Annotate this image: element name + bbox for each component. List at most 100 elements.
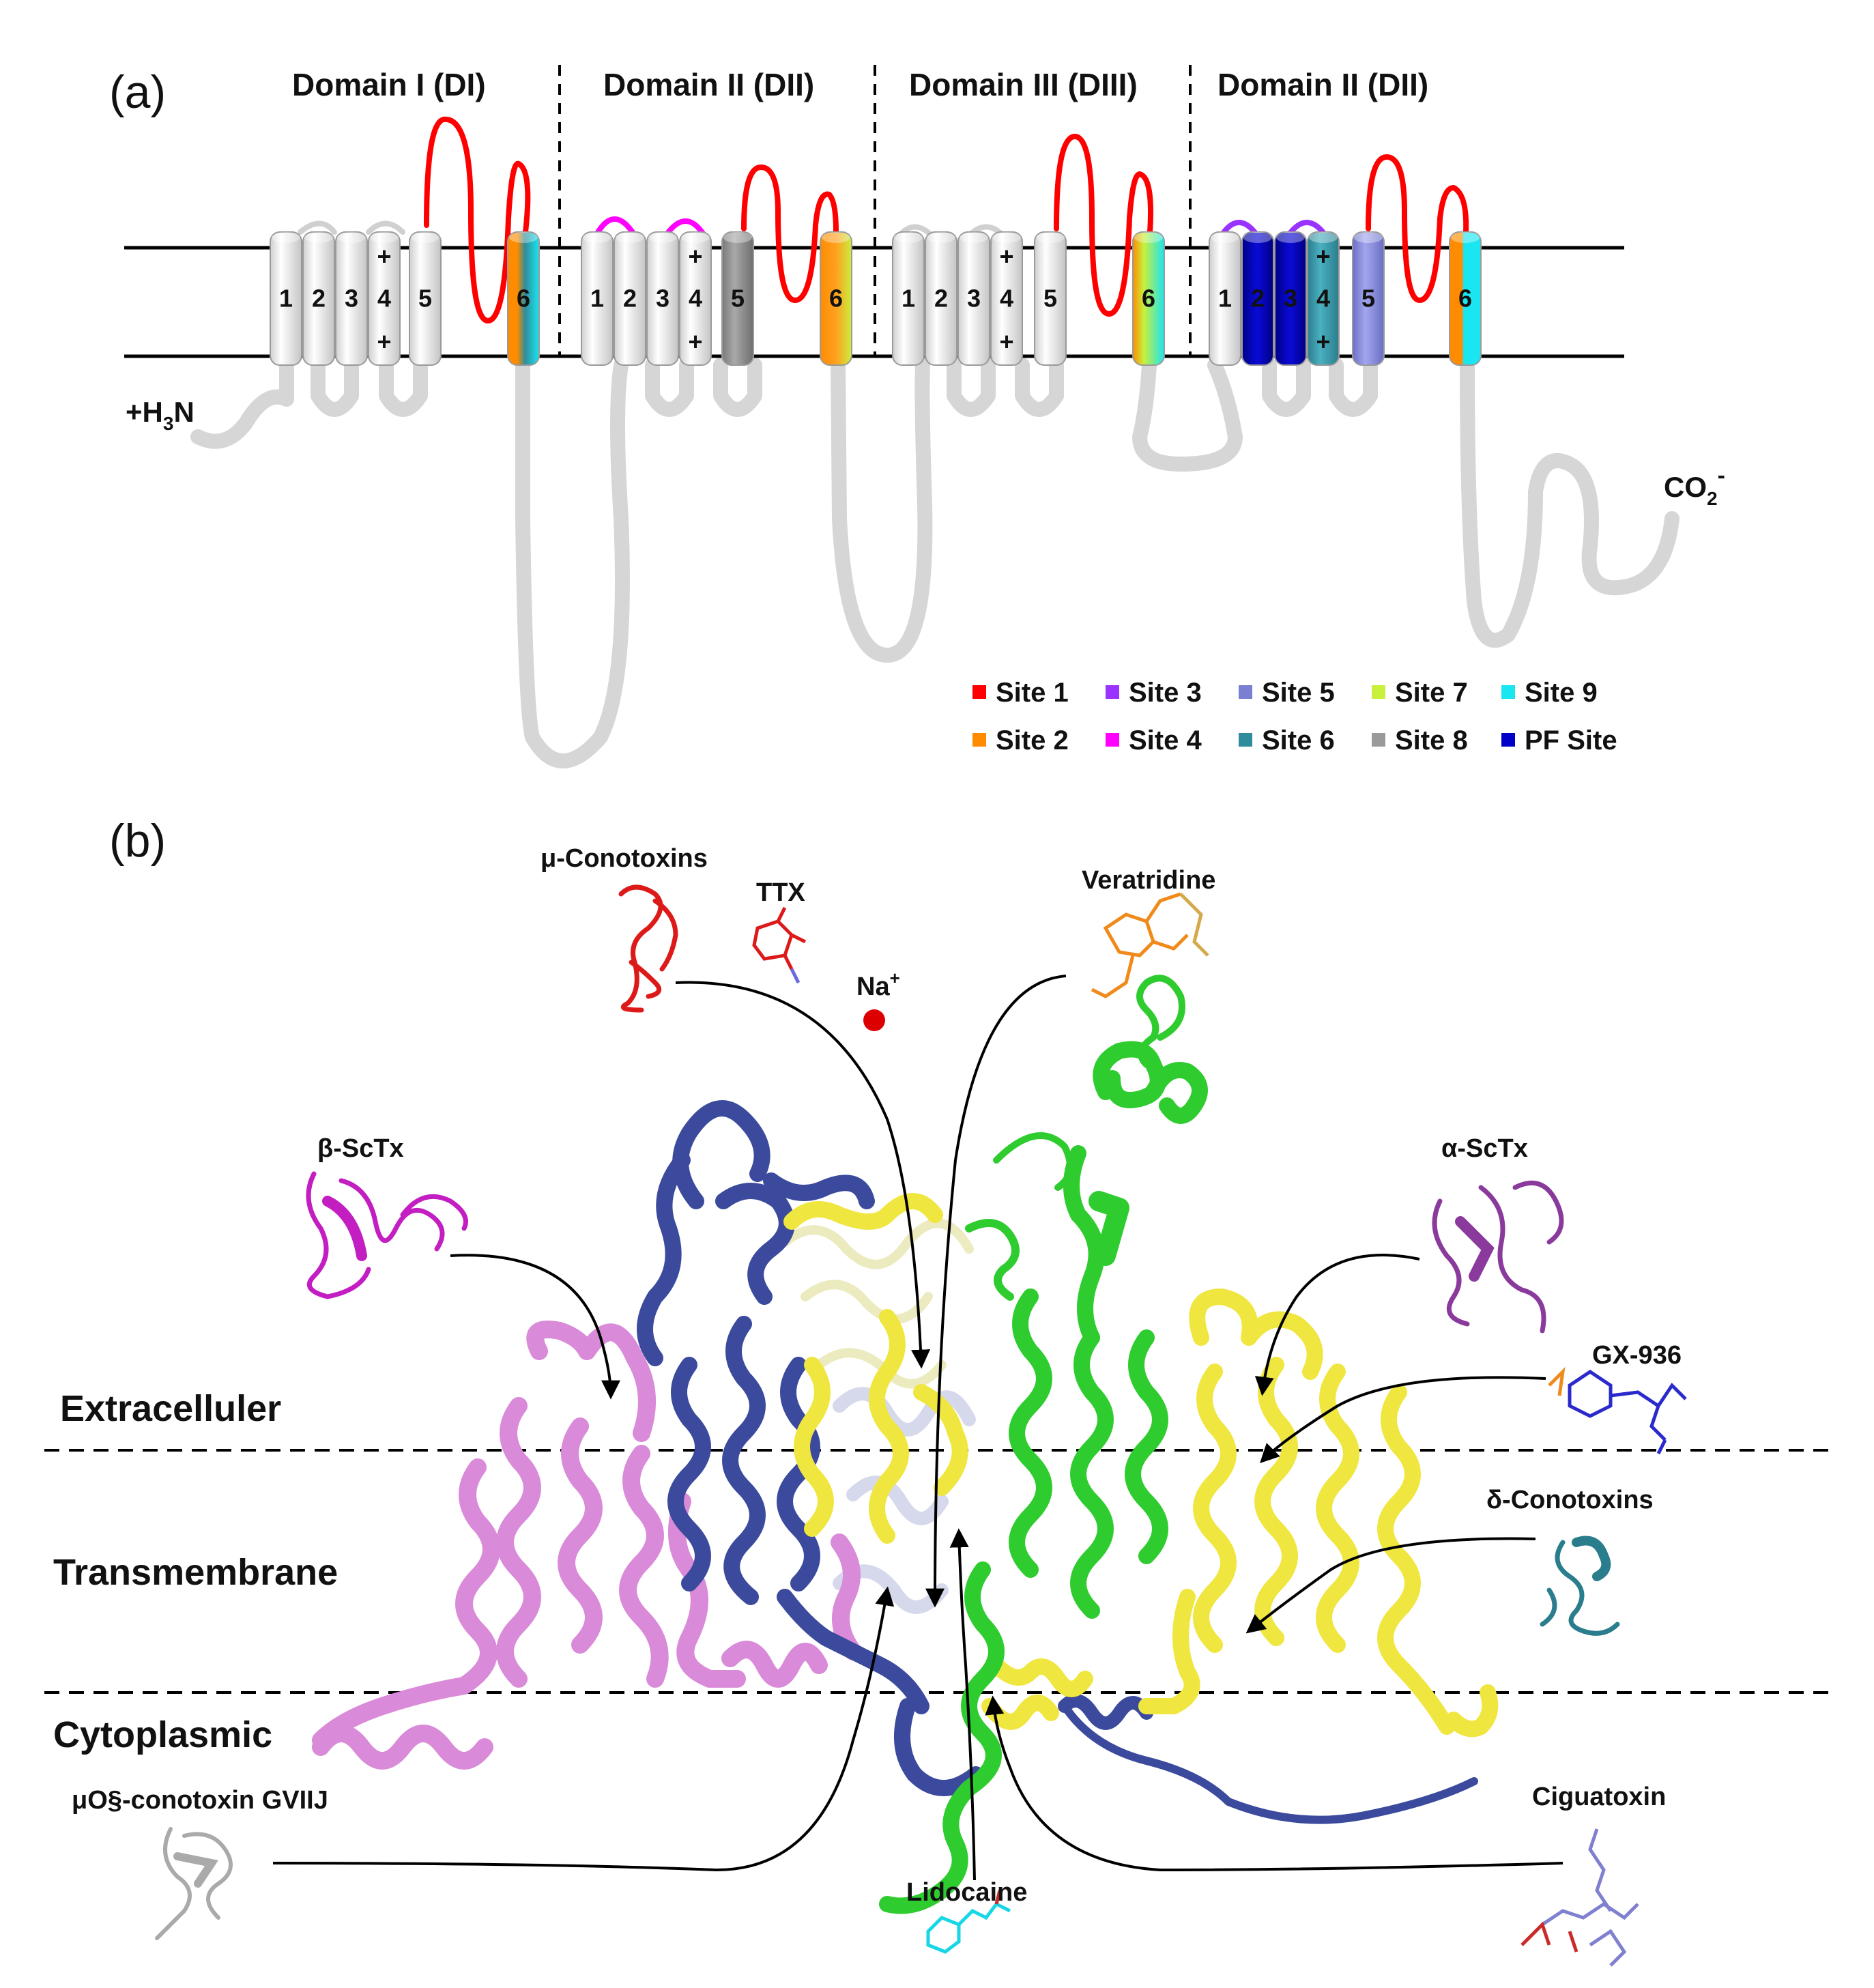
segment-d2-s1: 1 [581,231,614,366]
segment-d3-s5: 5 [1034,231,1067,366]
legend-item: Site 3 [1106,678,1202,708]
segment-d1-s5: 5 [409,231,442,366]
panel-a-label: (a) [109,66,166,118]
segment-d4-s1: 1 [1209,231,1241,366]
segment-d2-s6: 6 [820,231,852,366]
region-transmembrane: Transmembrane [53,1552,338,1593]
segment-number: 3 [656,285,669,313]
legend-label: Site 8 [1395,725,1468,755]
arrow-muo-conotoxin [272,1586,895,1872]
legend-label: Site 7 [1395,678,1468,708]
ciguatoxin-molecule-icon [1520,1828,1639,1967]
mu-conotoxin-structure-icon [618,884,678,1013]
segment-number: 6 [829,285,843,313]
c-terminus-label: CO2- [1664,463,1725,509]
legend-label: PF Site [1525,725,1617,755]
legend-swatch [1106,733,1119,747]
arrow-alpha-sctx [1254,1254,1420,1396]
legend-label: Site 2 [996,725,1069,755]
legend-item: Site 4 [1106,725,1202,755]
segment-number: 4 [377,285,391,313]
segment-number: 5 [1361,285,1375,313]
label-gx936: GX-936 [1592,1341,1682,1370]
segment-d1-s1: 1 [270,231,302,366]
label-delta-conotoxins: δ-Conotoxins [1486,1486,1654,1514]
segment-d2-s3: 3 [646,231,679,366]
charge-plus: + [999,242,1013,270]
veratridine-molecule-icon [1091,892,1209,998]
segment-d3-s6: 6 [1132,231,1165,366]
delta-conotoxin-structure-icon [1540,1536,1620,1636]
legend-swatch [1106,685,1119,699]
charge-plus: + [1316,328,1330,356]
segment-d1-s2: 2 [302,231,335,366]
legend-label: Site 5 [1262,678,1335,708]
label-veratridine: Veratridine [1082,866,1215,895]
charge-plus: + [999,328,1013,356]
arrow-gx936 [1260,1376,1546,1463]
segment-d1-s4: 4++ [368,231,401,366]
segment-number: 4 [689,285,702,313]
label-ttx: TTX [756,878,805,907]
segment-number: 1 [902,285,915,313]
segment-number: 3 [967,285,981,313]
segment-d4-s3: 3 [1274,231,1307,366]
legend-label: Site 9 [1525,678,1598,708]
beta-sctx-structure-icon [306,1171,468,1299]
segment-number: 1 [279,285,293,313]
segment-d3-s1: 1 [892,231,925,366]
segment-number: 3 [345,285,358,313]
segment-d3-s2: 2 [925,231,957,366]
charge-plus: + [688,242,702,270]
arrow-mu-conotoxins [675,981,931,1369]
legend-label: Site 6 [1262,725,1335,755]
legend-swatch [972,685,986,699]
charge-plus: + [688,328,702,356]
domain-label-1: Domain I (DI) [292,67,486,102]
segment-number: 6 [1458,285,1472,313]
segment-number: 1 [1218,285,1232,313]
label-lidocaine: Lidocaine [906,1878,1027,1907]
segment-d3-s4: 4 + + [990,231,1023,366]
segment-d3-s3: 3 [957,231,990,366]
segment-d2-s5: 5 [721,231,754,366]
segment-number: 2 [1251,285,1265,313]
label-alpha-sctx: α-ScTx [1441,1134,1528,1163]
segment-number: 1 [590,285,604,313]
intracellular-loops [190,358,1680,768]
arrow-beta-sctx [450,1254,620,1400]
label-ciguatoxin: Ciguatoxin [1532,1783,1666,1811]
legend-swatch [1239,733,1252,747]
label-sodium-ion: Na+ [856,968,900,1001]
segment-number: 6 [1142,285,1155,313]
segment-d2-s2: 2 [614,231,646,366]
legend-item: Site 9 [1501,678,1598,708]
label-muo-conotoxin: μO§-conotoxin GVIIJ [72,1786,328,1815]
domain-label-3: Domain III (DIII) [909,67,1138,102]
muo-conotoxin-structure-icon [155,1827,233,1940]
sodium-ion-icon [863,1009,885,1031]
segment-number: 3 [1284,285,1297,313]
segment-number: 2 [312,285,326,313]
arrow-lidocaine [949,1528,976,1881]
n-terminus-label: +H3N [126,396,194,434]
segment-number: 2 [623,285,637,313]
lidocaine-molecule-icon [926,1890,1011,1954]
segment-d1-s6: 6 [507,231,540,366]
legend-swatch [1239,685,1252,699]
domain-dividers [558,65,1192,355]
segment-number: 4 [1316,285,1330,313]
segment-number: 2 [934,285,948,313]
charge-plus: + [377,242,391,270]
legend-swatch [972,733,986,747]
segment-d1-s3: 3 [335,231,368,366]
legend-item: Site 8 [1372,725,1468,755]
legend-item: Site 5 [1239,678,1335,708]
segment-number: 4 [1000,285,1013,313]
arrow-delta-conotoxins [1245,1537,1536,1634]
arrow-ciguatoxin [985,1695,1563,1872]
region-cytoplasmic: Cytoplasmic [53,1714,272,1755]
segment-d4-s2: 2 [1241,231,1274,366]
